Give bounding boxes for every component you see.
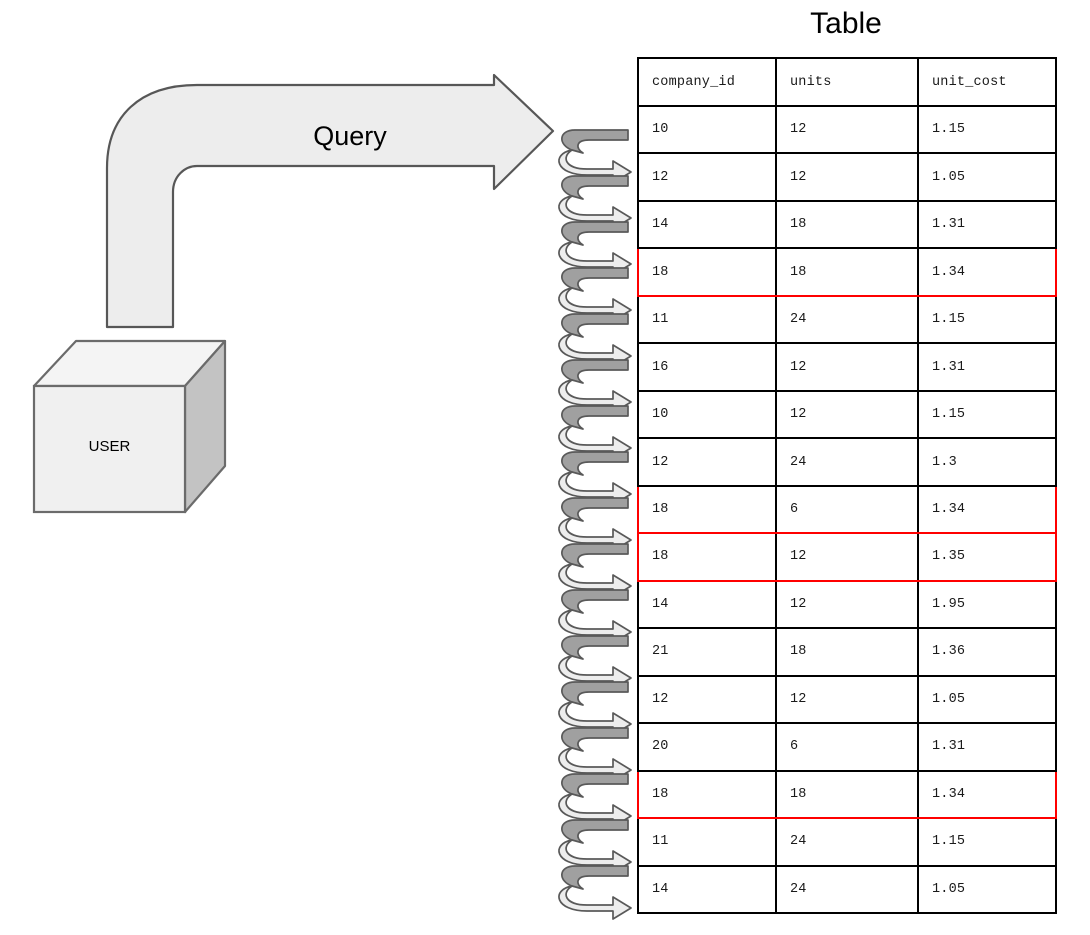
cell-unit-cost: 1.35 xyxy=(917,532,1057,582)
cell-company-id: 20 xyxy=(637,722,777,772)
page-title: Table xyxy=(810,7,882,40)
cell-company-id: 10 xyxy=(637,389,777,440)
cell-units: 6 xyxy=(775,722,919,772)
cell-unit-cost: 1.36 xyxy=(917,627,1057,677)
cell-units: 24 xyxy=(775,437,919,487)
cell-company-id: 14 xyxy=(637,199,777,250)
cell-units: 24 xyxy=(775,864,919,914)
cell-units: 12 xyxy=(775,342,919,392)
cell-company-id: 12 xyxy=(637,437,777,487)
cell-company-id: 12 xyxy=(637,674,777,725)
cell-unit-cost: 1.31 xyxy=(917,342,1057,392)
cell-unit-cost: 1.34 xyxy=(917,484,1057,535)
cell-company-id: 18 xyxy=(637,769,777,820)
cell-company-id: 11 xyxy=(637,817,777,867)
column-header-unit-cost: unit_cost xyxy=(917,57,1057,107)
column-header-units: units xyxy=(775,57,919,107)
cell-units: 12 xyxy=(775,532,919,582)
user-cube-label: USER xyxy=(88,438,131,455)
cell-company-id: 11 xyxy=(637,294,777,345)
cell-units: 18 xyxy=(775,627,919,677)
column-header-company-id: company_id xyxy=(637,57,777,107)
cell-unit-cost: 1.3 xyxy=(917,437,1057,487)
cell-company-id: 16 xyxy=(637,342,777,392)
cell-unit-cost: 1.05 xyxy=(917,674,1057,725)
cell-units: 24 xyxy=(775,817,919,867)
cell-units: 12 xyxy=(775,579,919,630)
cell-company-id: 18 xyxy=(637,484,777,535)
cell-units: 18 xyxy=(775,769,919,820)
cell-units: 12 xyxy=(775,674,919,725)
cell-units: 18 xyxy=(775,199,919,250)
cell-units: 18 xyxy=(775,247,919,297)
cell-units: 12 xyxy=(775,152,919,202)
cell-unit-cost: 1.95 xyxy=(917,579,1057,630)
cell-units: 6 xyxy=(775,484,919,535)
cell-company-id: 14 xyxy=(637,579,777,630)
query-arrow-icon xyxy=(105,73,555,329)
cell-company-id: 14 xyxy=(637,864,777,914)
cell-units: 12 xyxy=(775,389,919,440)
cell-unit-cost: 1.31 xyxy=(917,199,1057,250)
cell-company-id: 10 xyxy=(637,104,777,155)
cell-unit-cost: 1.05 xyxy=(917,152,1057,202)
cell-unit-cost: 1.15 xyxy=(917,389,1057,440)
cell-company-id: 21 xyxy=(637,627,777,677)
cell-unit-cost: 1.31 xyxy=(917,722,1057,772)
cell-units: 24 xyxy=(775,294,919,345)
cell-unit-cost: 1.15 xyxy=(917,294,1057,345)
cell-unit-cost: 1.34 xyxy=(917,769,1057,820)
cell-company-id: 18 xyxy=(637,532,777,582)
cell-company-id: 12 xyxy=(637,152,777,202)
cell-unit-cost: 1.05 xyxy=(917,864,1057,914)
user-cube-icon xyxy=(32,339,227,514)
cell-company-id: 18 xyxy=(637,247,777,297)
query-arrow-label: Query xyxy=(313,121,387,151)
cell-unit-cost: 1.15 xyxy=(917,817,1057,867)
spiral-connector-icon xyxy=(558,129,632,920)
table-header-row: company_id units unit_cost xyxy=(637,57,1057,107)
cell-units: 12 xyxy=(775,104,919,155)
cell-unit-cost: 1.15 xyxy=(917,104,1057,155)
cell-unit-cost: 1.34 xyxy=(917,247,1057,297)
